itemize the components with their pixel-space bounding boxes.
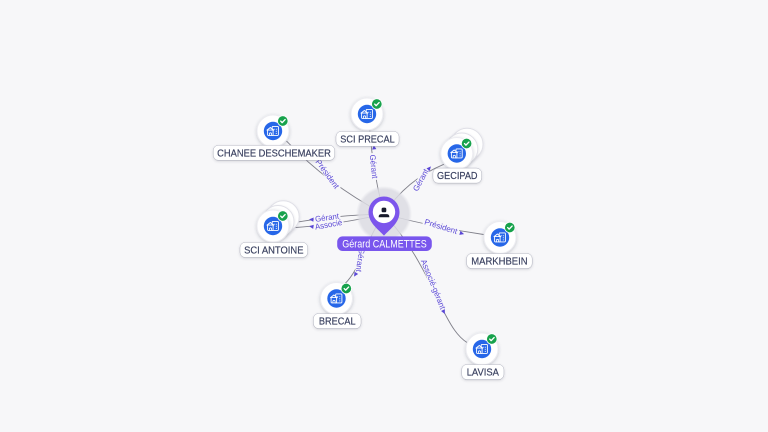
svg-text:Gérant: Gérant — [354, 247, 366, 273]
svg-text:BRECAL: BRECAL — [319, 317, 356, 328]
svg-text:CHANEE DESCHEMAKER: CHANEE DESCHEMAKER — [217, 148, 331, 159]
svg-text:SCI ANTOINE: SCI ANTOINE — [244, 245, 304, 256]
svg-text:SCI PRECAL: SCI PRECAL — [340, 134, 395, 145]
svg-text:MARKHBEIN: MARKHBEIN — [471, 257, 527, 268]
svg-text:LAVISA: LAVISA — [467, 368, 500, 379]
svg-text:GECIPAD: GECIPAD — [437, 171, 478, 182]
svg-text:Gérard CALMETTES: Gérard CALMETTES — [342, 239, 427, 251]
svg-text:Gérant: Gérant — [315, 212, 341, 224]
svg-text:Gérant: Gérant — [368, 154, 380, 180]
